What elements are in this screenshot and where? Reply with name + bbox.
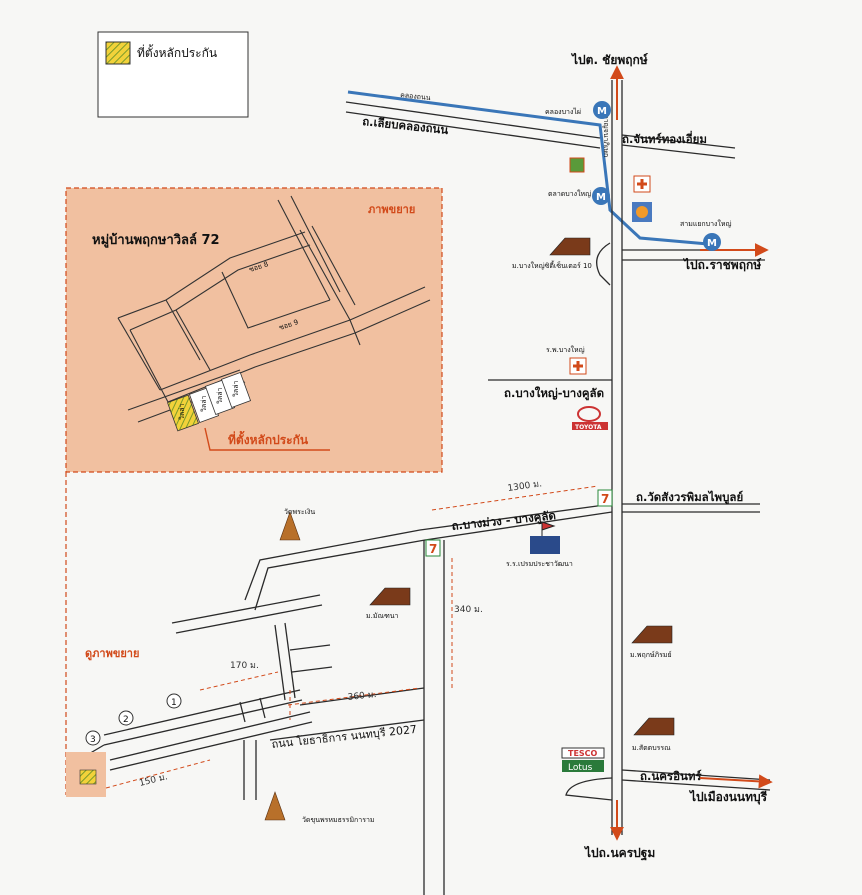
lot-label: วิลล่า xyxy=(178,403,186,420)
svg-text:M: M xyxy=(597,106,607,117)
road-label-bangyai-bangkulat: ถ.บางใหญ่-บางคูลัด xyxy=(504,386,604,401)
svg-text:M: M xyxy=(596,192,606,203)
svg-text:2: 2 xyxy=(123,715,129,725)
svg-text:7: 7 xyxy=(429,542,437,556)
area-tag: ดูภาพขยาย xyxy=(85,647,139,661)
pin-leader xyxy=(204,427,330,451)
distance-170: 170 ม. xyxy=(230,661,259,671)
dest-south: ไปถ.นครปฐม xyxy=(583,845,655,861)
distance-1300: 1300 ม. xyxy=(507,479,543,494)
phruksa-label: ม.พฤกษ์ภิรมย์ xyxy=(630,651,672,659)
road-label-nakhon-in: ถ.นครอินทร์ xyxy=(640,769,702,783)
inset-title: หมู่บ้านพฤกษาวิลล์ 72 xyxy=(92,232,220,248)
central-label: สามแยกบางใหญ่ xyxy=(680,219,731,228)
inset-pin-label: ที่ตั้งหลักประกัน xyxy=(228,430,309,447)
canal-label: คลองถนน xyxy=(400,91,431,102)
inset-roads xyxy=(117,195,431,423)
seven-eleven-icon: 7 7 xyxy=(425,489,613,557)
metro-station-icon: M M M xyxy=(592,101,721,251)
dest-north: ไปต. ชัยพฤกษ์ xyxy=(570,52,648,67)
distance-lines xyxy=(105,485,599,789)
road-label-chan-thong: ถ.จันทร์ทองเอี่ยม xyxy=(622,130,707,146)
hospital-icon xyxy=(569,175,651,375)
site-parcel xyxy=(79,769,97,785)
svg-text:M: M xyxy=(707,238,717,249)
lot-label: วิลล่า xyxy=(232,380,240,397)
school-icon xyxy=(530,521,560,554)
city-village-label: ม.บางใหญ่ซิตี้เซ็นเตอร์ 10 xyxy=(512,259,592,270)
inset-tag: ภาพขยาย xyxy=(368,203,415,216)
school-label: ร.ร.เปรมประชาวัฒนา xyxy=(506,560,573,568)
svg-text:1: 1 xyxy=(171,698,177,708)
house-icon xyxy=(369,237,675,736)
road-label-kanchana: ถ.กาญจนาภิเษก xyxy=(602,108,610,157)
distance-150: 150 ม. xyxy=(138,772,168,789)
lot-label: วิลล่า xyxy=(216,387,224,404)
manthana-label: ม.มัณฑนา xyxy=(366,612,399,620)
svg-text:7: 7 xyxy=(601,492,609,506)
svg-text:TOYOTA: TOYOTA xyxy=(575,424,602,431)
svg-text:TESCO: TESCO xyxy=(568,749,598,758)
wat-khun-label: วัดขุนพรหมธรรมิการาม xyxy=(302,816,375,824)
hospital-label: ร.พ.บางใหญ่ xyxy=(546,345,585,354)
road-label-liap-khlong: ถ.เลียบคลองถนน xyxy=(362,114,449,137)
canal xyxy=(347,90,709,246)
distance-340: 340 ม. xyxy=(454,605,483,615)
svg-text:Lotus: Lotus xyxy=(568,763,593,773)
legend-title: ที่ตั้งหลักประกัน xyxy=(137,44,217,60)
market-icon xyxy=(569,157,585,173)
temple-icon xyxy=(264,511,301,821)
wat-phra-ngoen-label: วัดพระเงิน xyxy=(284,508,315,516)
dest-east: ไปถ.ราชพฤกษ์ xyxy=(682,257,761,272)
legend: ที่ตั้งหลักประกัน xyxy=(97,31,249,118)
sattaban-label: ม.สัตตบรรณ xyxy=(632,744,671,752)
marker-1: 1 xyxy=(166,693,182,709)
market-label: ตลาดบางใหญ่ xyxy=(548,189,591,198)
distance-360: 360 ม. xyxy=(347,690,377,703)
road-label-wat-sangwon: ถ.วัดสังวรพิมลไพบูลย์ xyxy=(636,490,743,505)
central-icon xyxy=(632,202,652,222)
marker-3: 3 xyxy=(85,730,101,746)
svg-text:3: 3 xyxy=(90,735,96,745)
inset-map: ภาพขยาย หมู่บ้านพฤกษาวิลล์ 72 วิลล่า วิล… xyxy=(65,187,443,473)
road-label-bangmuang: ถ.บางม่วง - บางคูลัด xyxy=(451,508,557,534)
m-station-label: คลองบางไผ่ xyxy=(545,107,581,116)
toyota-icon: TOYOTA xyxy=(572,406,608,431)
inset-lots xyxy=(167,371,252,432)
legend-swatch xyxy=(105,41,131,65)
dest-southeast: ไปเมืองนนทบุรี xyxy=(688,789,768,805)
tesco-lotus-icon: TESCO Lotus xyxy=(561,747,605,773)
marker-2: 2 xyxy=(118,710,134,726)
lot-label: วิลล่า xyxy=(200,395,208,412)
